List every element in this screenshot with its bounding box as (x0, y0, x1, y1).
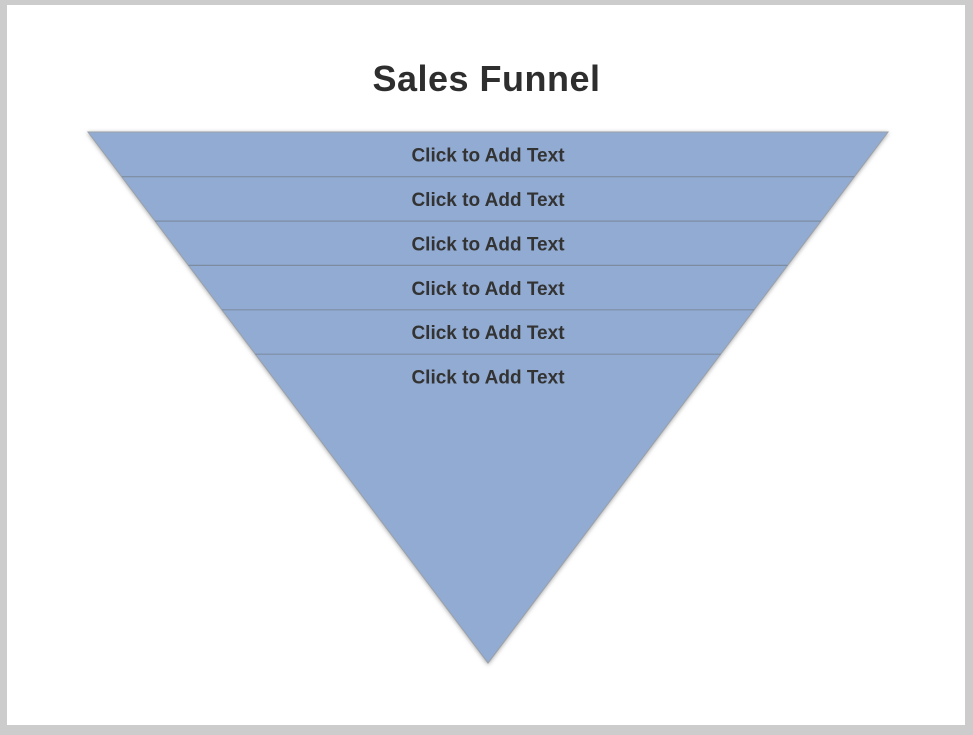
funnel-section-label-5[interactable]: Click to Add Text (411, 323, 565, 344)
funnel-shape[interactable] (86, 131, 890, 664)
funnel-section-label-6[interactable]: Click to Add Text (411, 368, 565, 389)
funnel-section-label-3[interactable]: Click to Add Text (411, 234, 565, 255)
funnel-section-label-4[interactable]: Click to Add Text (411, 279, 565, 300)
diagram-title[interactable]: Sales Funnel (372, 58, 601, 99)
funnel-section-label-2[interactable]: Click to Add Text (411, 190, 565, 211)
funnel-section-label-1[interactable]: Click to Add Text (411, 145, 565, 166)
